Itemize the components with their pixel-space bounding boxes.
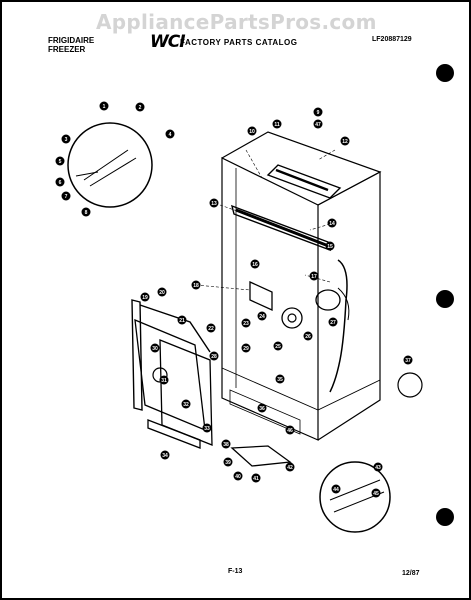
refrigerant-tubing bbox=[329, 259, 348, 393]
callout-number: 3 bbox=[65, 137, 68, 143]
callout-number: 41 bbox=[253, 476, 259, 482]
callout-number: 20 bbox=[159, 290, 165, 296]
callout-number: 31 bbox=[161, 378, 167, 384]
callout-number: 29 bbox=[243, 346, 249, 352]
callout-number: 40 bbox=[235, 474, 241, 480]
callout-number: 19 bbox=[142, 295, 148, 301]
callout-number: 37 bbox=[405, 358, 411, 364]
cabinet-right-side bbox=[317, 171, 381, 441]
callout-number: 47 bbox=[315, 122, 321, 128]
cabinet-divider bbox=[221, 367, 381, 411]
callout-number: 15 bbox=[327, 244, 333, 250]
cabinet-top bbox=[221, 131, 382, 206]
part-20-detail bbox=[397, 372, 423, 398]
callout-number: 30 bbox=[152, 346, 158, 352]
callout-number: 10 bbox=[249, 129, 255, 135]
catalog-date: 12/87 bbox=[402, 570, 420, 577]
callout-number: 5 bbox=[59, 159, 62, 165]
callout-number: 18 bbox=[193, 283, 199, 289]
callout-markers bbox=[55, 101, 413, 498]
detail-view-circle-top bbox=[67, 122, 153, 208]
drain-assembly bbox=[230, 445, 292, 467]
callout-number: 8 bbox=[85, 210, 88, 216]
callout-number: 7 bbox=[65, 194, 68, 200]
duct-panel bbox=[134, 318, 206, 432]
callout-number: 33 bbox=[204, 426, 210, 432]
callout-number: 6 bbox=[59, 180, 62, 186]
fan-motor bbox=[249, 280, 273, 312]
wci-logo: WCI bbox=[150, 32, 186, 52]
callout-number: 16 bbox=[252, 262, 258, 268]
callout-number: 13 bbox=[211, 201, 217, 207]
brand-line2: FREEZER bbox=[48, 45, 86, 54]
callout-number: 17 bbox=[311, 274, 317, 280]
catalog-title: FACTORY PARTS CATALOG bbox=[180, 38, 298, 47]
binder-hole-middle bbox=[436, 290, 454, 308]
callout-number: 21 bbox=[179, 318, 185, 324]
control-panel bbox=[266, 164, 342, 199]
callout-number: 9 bbox=[317, 110, 320, 116]
callout-number: 28 bbox=[211, 354, 217, 360]
callout-number: 25 bbox=[275, 344, 281, 350]
callout-number: 22 bbox=[208, 326, 214, 332]
control-panel-inner bbox=[275, 168, 329, 192]
fan-shroud bbox=[315, 289, 341, 311]
duct-front-cover bbox=[159, 339, 213, 446]
callout-number: 42 bbox=[287, 465, 293, 471]
callout-number: 26 bbox=[305, 334, 311, 340]
callout-number: 44 bbox=[333, 487, 339, 493]
callout-number: 11 bbox=[274, 122, 280, 128]
callout-number: 23 bbox=[243, 321, 249, 327]
callout-number: 43 bbox=[375, 465, 381, 471]
callout-number: 14 bbox=[329, 221, 335, 227]
detail-view-circle-bottom bbox=[319, 461, 391, 533]
callout-number: 32 bbox=[183, 402, 189, 408]
callout-number: 12 bbox=[342, 139, 348, 145]
callout-number: 34 bbox=[162, 453, 168, 459]
binder-hole-top bbox=[436, 64, 454, 82]
cabinet-base bbox=[229, 389, 301, 435]
brand-label: FRIGIDAIRE FREEZER bbox=[48, 36, 94, 54]
callout-number: 27 bbox=[330, 320, 336, 326]
callout-number: 45 bbox=[373, 491, 379, 497]
duct-side-channel bbox=[131, 299, 143, 411]
callout-number: 35 bbox=[277, 377, 283, 383]
callout-number: 39 bbox=[225, 460, 231, 466]
bottom-tray bbox=[147, 419, 201, 449]
catalog-code: LF20887129 bbox=[372, 36, 412, 43]
callout-number: 2 bbox=[139, 105, 142, 111]
callout-number: 38 bbox=[223, 442, 229, 448]
callout-number: 1 bbox=[103, 104, 106, 110]
callout-number: 36 bbox=[259, 406, 265, 412]
callout-number: 46 bbox=[287, 428, 293, 434]
brand-line1: FRIGIDAIRE bbox=[48, 36, 95, 45]
callout-number: 24 bbox=[259, 314, 265, 320]
watermark: AppliancePartsPros.com bbox=[96, 10, 377, 34]
mounting-bracket bbox=[139, 304, 211, 353]
binder-hole-bottom bbox=[436, 508, 454, 526]
page-number: F-13 bbox=[228, 568, 243, 575]
callout-number: 4 bbox=[169, 132, 172, 138]
fan-blade bbox=[281, 307, 303, 329]
